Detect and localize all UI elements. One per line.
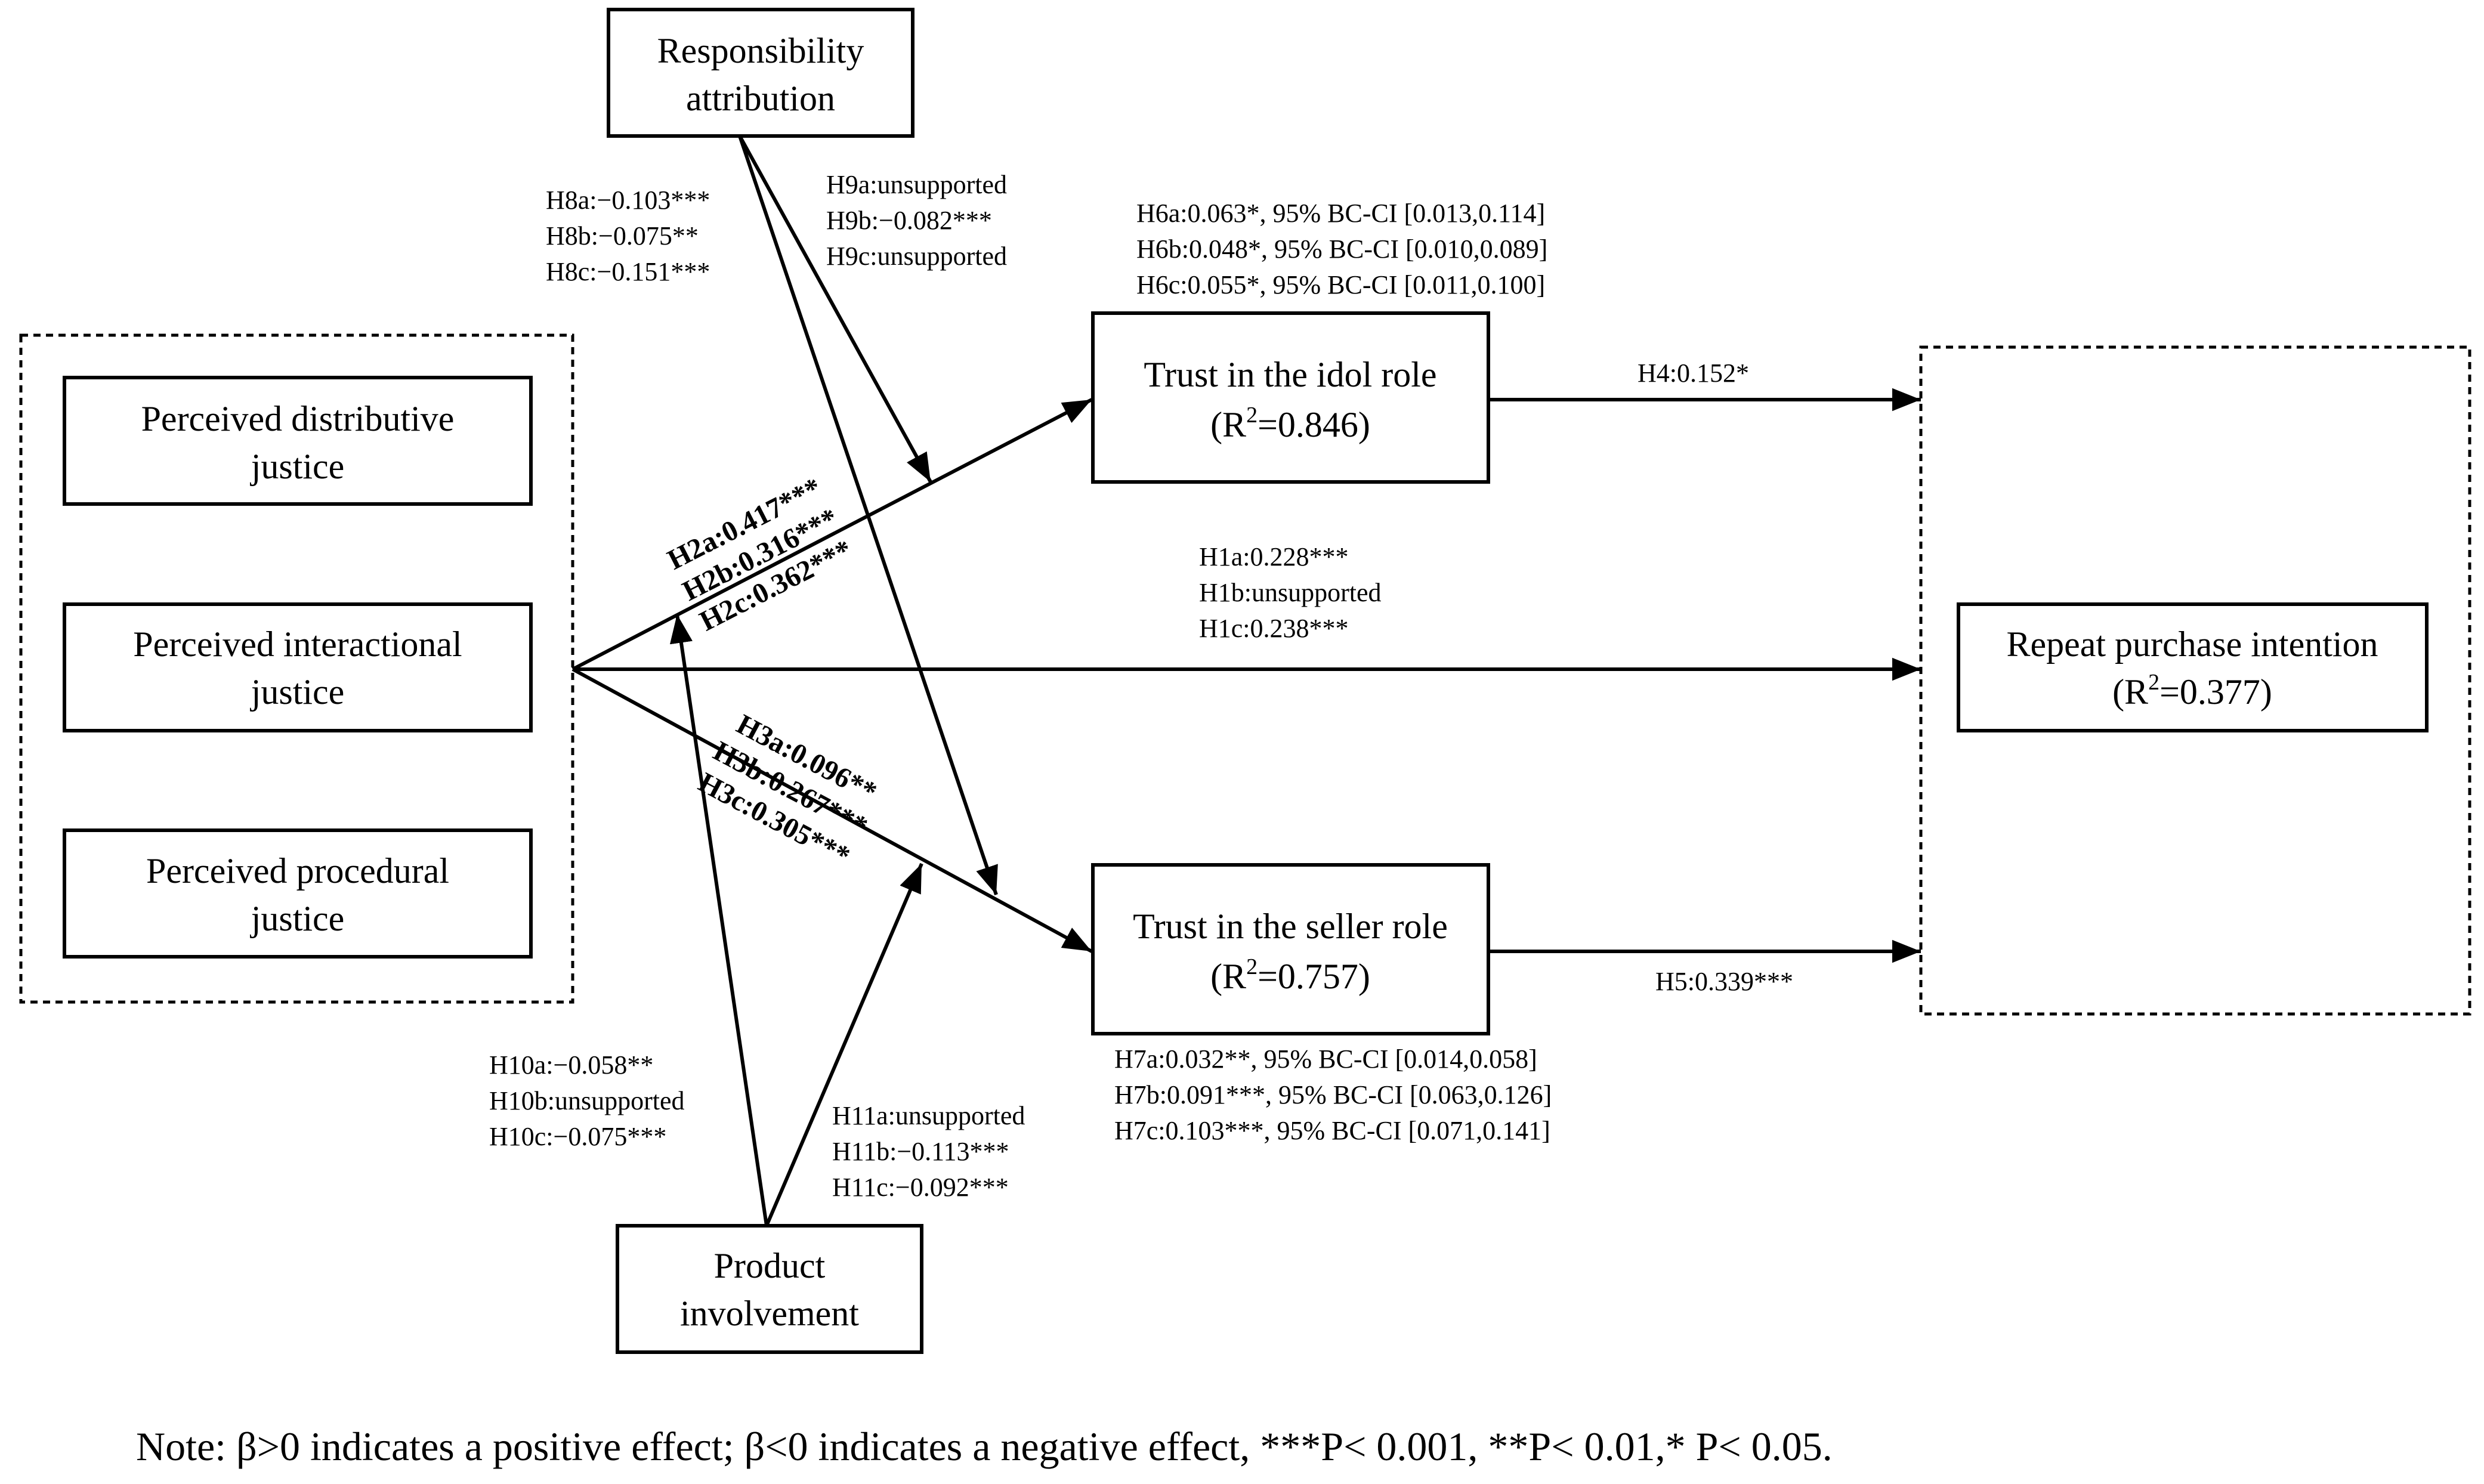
h5-label: H5:0.339*** (1655, 967, 1793, 996)
h8a-text: H8a:−0.103*** (546, 186, 710, 215)
node-perceived-interactional-justice: Perceived interactional justice (63, 602, 533, 732)
h7-label: H7a:0.032**, 95% BC-CI [0.014,0.058] H7b… (1114, 1044, 1552, 1145)
repeat-r-squared: (R2=0.377) (2112, 670, 2272, 712)
h10a-text: H10a:−0.058** (489, 1050, 653, 1080)
seller-title: Trust in the seller role (1133, 907, 1448, 946)
h3-label: H3a:0.096** H3b:0.267*** H3c:0.305*** (693, 709, 882, 873)
h2-label: H2a:0.417*** H2b:0.316*** H2c:0.362*** (663, 472, 857, 638)
responsibility-line-2: attribution (686, 79, 835, 118)
h9-moderation-arrow (738, 135, 932, 483)
node-perceived-procedural-justice: Perceived procedural justice (63, 828, 533, 959)
involvement-line-2: involvement (680, 1294, 859, 1333)
h2-arrow (571, 398, 1093, 671)
h8-moderation-arrow (738, 135, 998, 895)
h9c-text: H9c:unsupported (826, 242, 1007, 271)
h1c-text: H1c:0.238*** (1199, 614, 1349, 643)
distributive-line-1: Perceived distributive (141, 399, 455, 438)
repeat-title: Repeat purchase intention (2006, 624, 2378, 664)
justice-group-frame (19, 333, 574, 1004)
path-arrows (571, 135, 1921, 1227)
h8b-text: H8b:−0.075** (546, 221, 699, 251)
h11-moderation-arrow (765, 862, 923, 1227)
outcome-group-frame (1919, 345, 2471, 1016)
responsibility-line-1: Responsibility (657, 31, 864, 70)
node-perceived-distributive-justice: Perceived distributive justice (63, 376, 533, 506)
h3-arrow (571, 667, 1093, 953)
node-product-involvement: Product involvement (616, 1224, 923, 1354)
distributive-line-2: justice (250, 447, 345, 486)
h10-label: H10a:−0.058** H10b:unsupported H10c:−0.0… (489, 1050, 685, 1151)
h11b-text: H11b:−0.113*** (832, 1137, 1009, 1166)
h7c-text: H7c:0.103***, 95% BC-CI [0.071,0.141] (1114, 1116, 1550, 1145)
footnote: Note: β>0 indicates a positive effect; β… (136, 1424, 1833, 1469)
involvement-line-1: Product (714, 1246, 826, 1285)
h10c-text: H10c:−0.075*** (489, 1122, 666, 1151)
seller-r-squared: (R2=0.757) (1210, 954, 1370, 996)
h1b-text: H1b:unsupported (1199, 578, 1382, 607)
h11-label: H11a:unsupported H11b:−0.113*** H11c:−0.… (832, 1101, 1025, 1202)
h1-label: H1a:0.228*** H1b:unsupported H1c:0.238**… (1199, 542, 1382, 643)
node-trust-idol-role: Trust in the idol role (R2=0.846) (1091, 311, 1490, 484)
interactional-line-2: justice (250, 672, 345, 712)
h10b-text: H10b:unsupported (489, 1086, 685, 1115)
h1a-text: H1a:0.228*** (1199, 542, 1349, 571)
h6a-text: H6a:0.063*, 95% BC-CI [0.013,0.114] (1136, 199, 1545, 228)
node-trust-seller-role: Trust in the seller role (R2=0.757) (1091, 863, 1490, 1035)
procedural-line-2: justice (250, 899, 345, 938)
h6c-text: H6c:0.055*, 95% BC-CI [0.011,0.100] (1136, 270, 1545, 299)
idol-title: Trust in the idol role (1144, 355, 1436, 394)
h8c-text: H8c:−0.151*** (546, 257, 710, 286)
h6b-text: H6b:0.048*, 95% BC-CI [0.010,0.089] (1136, 234, 1547, 264)
idol-r-squared: (R2=0.846) (1210, 403, 1370, 444)
h9-label: H9a:unsupported H9b:−0.082*** H9c:unsupp… (826, 170, 1007, 271)
h6-label: H6a:0.063*, 95% BC-CI [0.013,0.114] H6b:… (1136, 199, 1547, 299)
h7b-text: H7b:0.091***, 95% BC-CI [0.063,0.126] (1114, 1080, 1552, 1109)
h10-moderation-arrow (669, 614, 768, 1226)
procedural-line-1: Perceived procedural (146, 851, 449, 891)
h11a-text: H11a:unsupported (832, 1101, 1025, 1130)
interactional-line-1: Perceived interactional (133, 624, 462, 664)
node-repeat-purchase-intention: Repeat purchase intention (R2=0.377) (1957, 602, 2429, 732)
h11c-text: H11c:−0.092*** (832, 1173, 1009, 1202)
node-responsibility-attribution: Responsibility attribution (607, 8, 914, 138)
h7a-text: H7a:0.032**, 95% BC-CI [0.014,0.058] (1114, 1044, 1537, 1074)
h8-label: H8a:−0.103*** H8b:−0.075** H8c:−0.151*** (546, 186, 710, 286)
h4-label: H4:0.152* (1638, 358, 1749, 388)
h9b-text: H9b:−0.082*** (826, 206, 992, 235)
h9a-text: H9a:unsupported (826, 170, 1007, 199)
